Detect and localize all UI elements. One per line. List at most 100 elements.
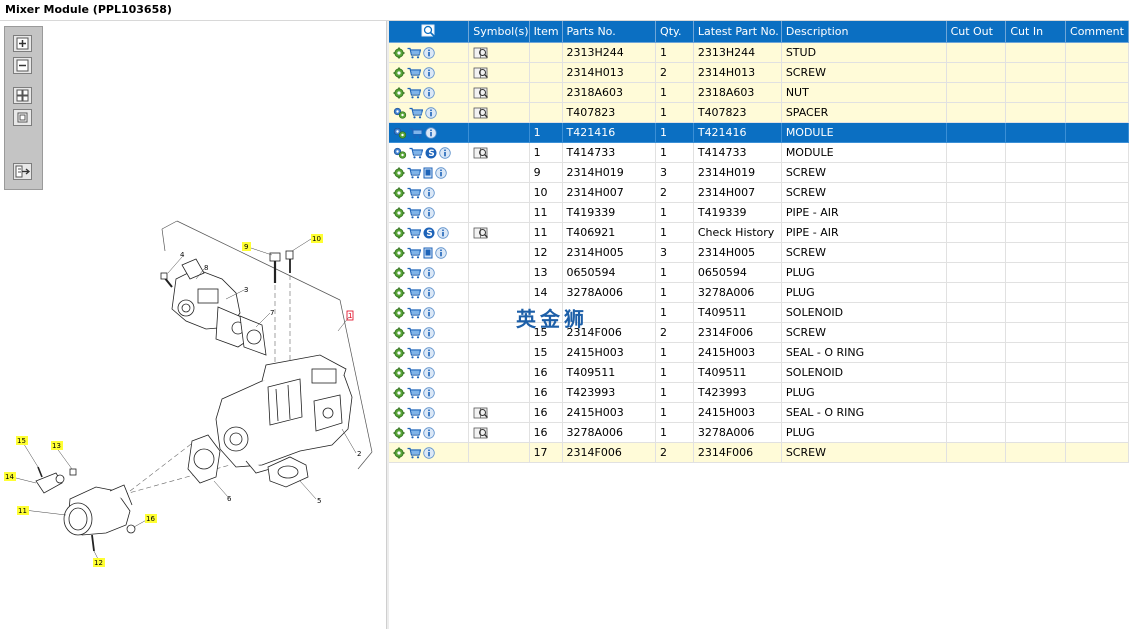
cart-icon[interactable] xyxy=(407,347,421,359)
cart-icon[interactable] xyxy=(407,167,421,179)
cart-icon[interactable] xyxy=(407,387,421,399)
gear-icon[interactable] xyxy=(393,447,405,459)
column-header-qty[interactable]: Qty. xyxy=(655,21,694,43)
gear-icon[interactable] xyxy=(393,367,405,379)
gear-icon[interactable] xyxy=(393,347,405,359)
gear-icon[interactable] xyxy=(393,327,405,339)
book-icon[interactable] xyxy=(473,407,489,419)
cart-icon[interactable] xyxy=(407,247,421,259)
cart-icon[interactable] xyxy=(407,447,421,459)
cart-icon[interactable] xyxy=(407,207,421,219)
callout-4[interactable]: 4 xyxy=(180,251,185,259)
callout-10[interactable]: 10 xyxy=(311,234,323,243)
cart-icon[interactable] xyxy=(407,367,421,379)
cart-icon[interactable] xyxy=(409,147,423,159)
gear-icon[interactable] xyxy=(393,47,405,59)
gear-icon[interactable] xyxy=(393,227,405,239)
callout-11[interactable]: 11 xyxy=(17,506,29,515)
column-header-item[interactable]: Item xyxy=(529,21,563,43)
cart-icon[interactable] xyxy=(407,47,421,59)
gear-icon[interactable] xyxy=(393,207,405,219)
callout-5[interactable]: 5 xyxy=(317,497,321,505)
gears-icon[interactable] xyxy=(393,127,407,139)
info-icon[interactable] xyxy=(423,386,435,399)
callout-1[interactable]: 1 xyxy=(346,310,354,321)
gear-icon[interactable] xyxy=(393,427,405,439)
callout-8[interactable]: 8 xyxy=(204,264,208,272)
info-icon[interactable] xyxy=(435,246,447,259)
cart-icon[interactable] xyxy=(409,127,423,139)
cart-icon[interactable] xyxy=(407,427,421,439)
info-icon[interactable] xyxy=(437,226,449,239)
info-icon[interactable] xyxy=(425,126,437,139)
gear-icon[interactable] xyxy=(393,187,405,199)
callout-14[interactable]: 14 xyxy=(4,472,16,481)
info-icon[interactable] xyxy=(423,406,435,419)
book-icon[interactable] xyxy=(473,87,489,99)
book-icon[interactable] xyxy=(473,147,489,159)
cart-icon[interactable] xyxy=(407,67,421,79)
document-icon[interactable] xyxy=(423,167,433,179)
document-icon[interactable] xyxy=(423,247,433,259)
cart-icon[interactable] xyxy=(407,407,421,419)
info-icon[interactable] xyxy=(423,286,435,299)
cart-icon[interactable] xyxy=(407,187,421,199)
gear-icon[interactable] xyxy=(393,247,405,259)
cart-icon[interactable] xyxy=(407,327,421,339)
info-icon[interactable] xyxy=(423,266,435,279)
column-header-cut-out[interactable]: Cut Out xyxy=(946,21,1007,43)
gears-icon[interactable] xyxy=(393,147,407,159)
column-header-parts-no[interactable]: Parts No. xyxy=(562,21,657,43)
book-icon[interactable] xyxy=(473,427,489,439)
illustration-pane[interactable]: 9 10 4 8 3 7 1 2 5 6 15 13 xyxy=(0,21,386,629)
callout-6[interactable]: 6 xyxy=(227,495,232,503)
service-s-icon[interactable]: S xyxy=(423,227,435,239)
column-header-search[interactable] xyxy=(389,21,470,43)
info-icon[interactable] xyxy=(425,106,437,119)
zoom-out-button[interactable] xyxy=(13,57,32,74)
cart-icon[interactable] xyxy=(407,227,421,239)
callout-13[interactable]: 13 xyxy=(51,441,63,450)
info-icon[interactable] xyxy=(423,346,435,359)
service-s-icon[interactable]: S xyxy=(425,147,437,159)
callout-15[interactable]: 15 xyxy=(16,436,28,445)
book-icon[interactable] xyxy=(473,107,489,119)
info-icon[interactable] xyxy=(423,46,435,59)
callout-16[interactable]: 16 xyxy=(145,514,157,523)
callout-9[interactable]: 9 xyxy=(242,242,251,251)
callout-12[interactable]: 12 xyxy=(93,558,105,567)
gear-icon[interactable] xyxy=(393,87,405,99)
column-header-latest-part-no[interactable]: Latest Part No. xyxy=(693,21,782,43)
book-icon[interactable] xyxy=(473,47,489,59)
gear-icon[interactable] xyxy=(393,167,405,179)
gear-icon[interactable] xyxy=(393,307,405,319)
info-icon[interactable] xyxy=(423,426,435,439)
column-header-comment[interactable]: Comment xyxy=(1065,21,1129,43)
book-icon[interactable] xyxy=(473,67,489,79)
info-icon[interactable] xyxy=(423,366,435,379)
cart-icon[interactable] xyxy=(409,107,423,119)
cart-icon[interactable] xyxy=(407,267,421,279)
zoom-in-button[interactable] xyxy=(13,35,32,52)
exploded-parts-drawing[interactable]: 9 10 4 8 3 7 1 2 5 6 15 13 xyxy=(0,21,386,629)
column-header-cut-in[interactable]: Cut In xyxy=(1005,21,1067,43)
